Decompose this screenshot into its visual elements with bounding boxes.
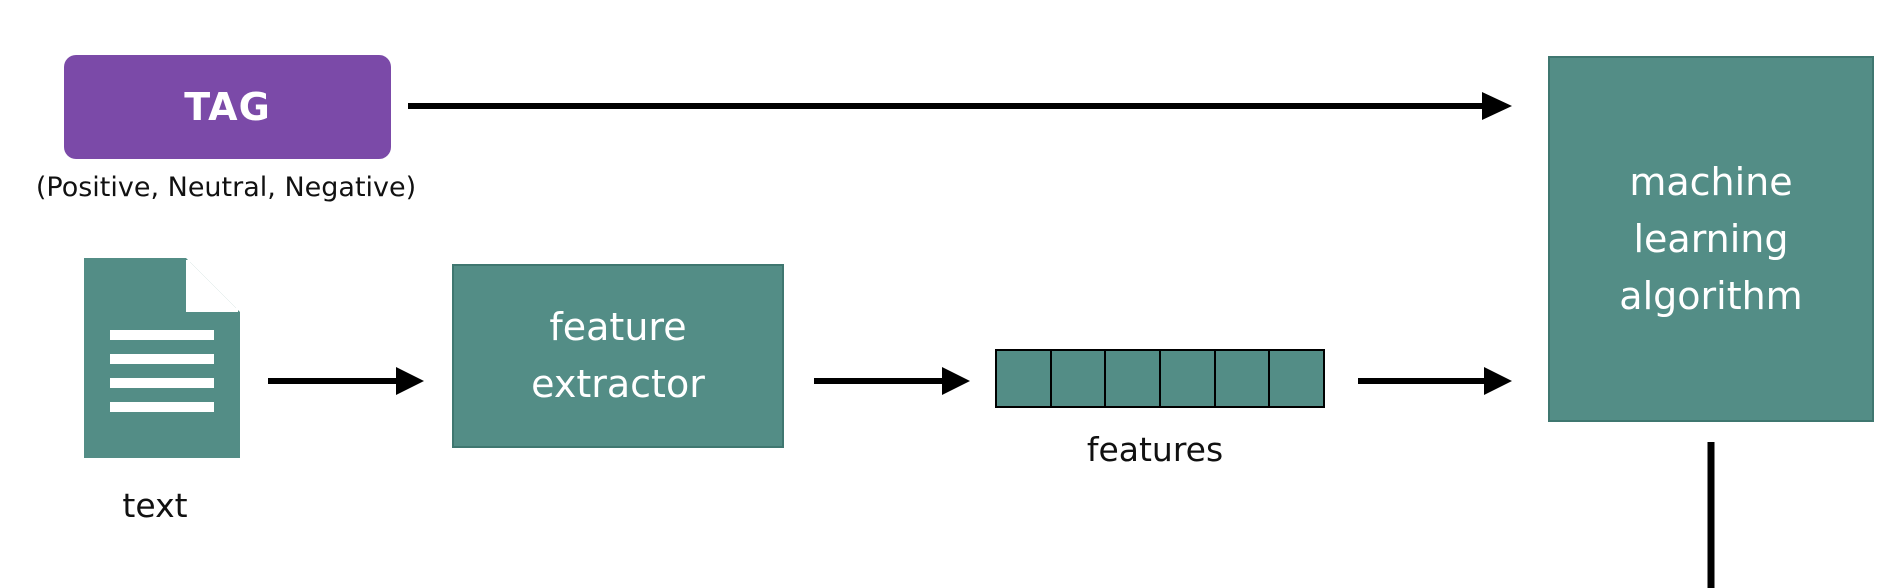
arrow-text-to-extractor — [268, 367, 424, 395]
feature-cell — [1270, 351, 1324, 406]
feature-cell — [1161, 351, 1216, 406]
feature-cell — [997, 351, 1052, 406]
document-icon — [84, 258, 240, 458]
features-label: features — [1086, 430, 1224, 469]
tag-subtitle: (Positive, Neutral, Negative) — [35, 172, 417, 203]
arrow-extractor-to-features — [814, 367, 970, 395]
arrow-tag-to-algorithm — [408, 92, 1512, 120]
machine-learning-algorithm-box: machine learning algorithm — [1548, 56, 1874, 422]
feature-cell — [1215, 351, 1271, 406]
machine-learning-algorithm-label: machine learning algorithm — [1619, 159, 1803, 318]
feature-extractor-box: feature extractor — [452, 264, 784, 448]
feature-vector — [995, 349, 1325, 408]
text-label: text — [122, 486, 188, 525]
feature-cell — [1051, 351, 1107, 406]
arrow-features-to-algorithm — [1358, 367, 1512, 395]
tag-box: TAG — [64, 55, 391, 159]
tag-label: TAG — [184, 85, 271, 129]
feature-cell — [1106, 351, 1162, 406]
feature-extractor-label: feature extractor — [531, 305, 705, 406]
